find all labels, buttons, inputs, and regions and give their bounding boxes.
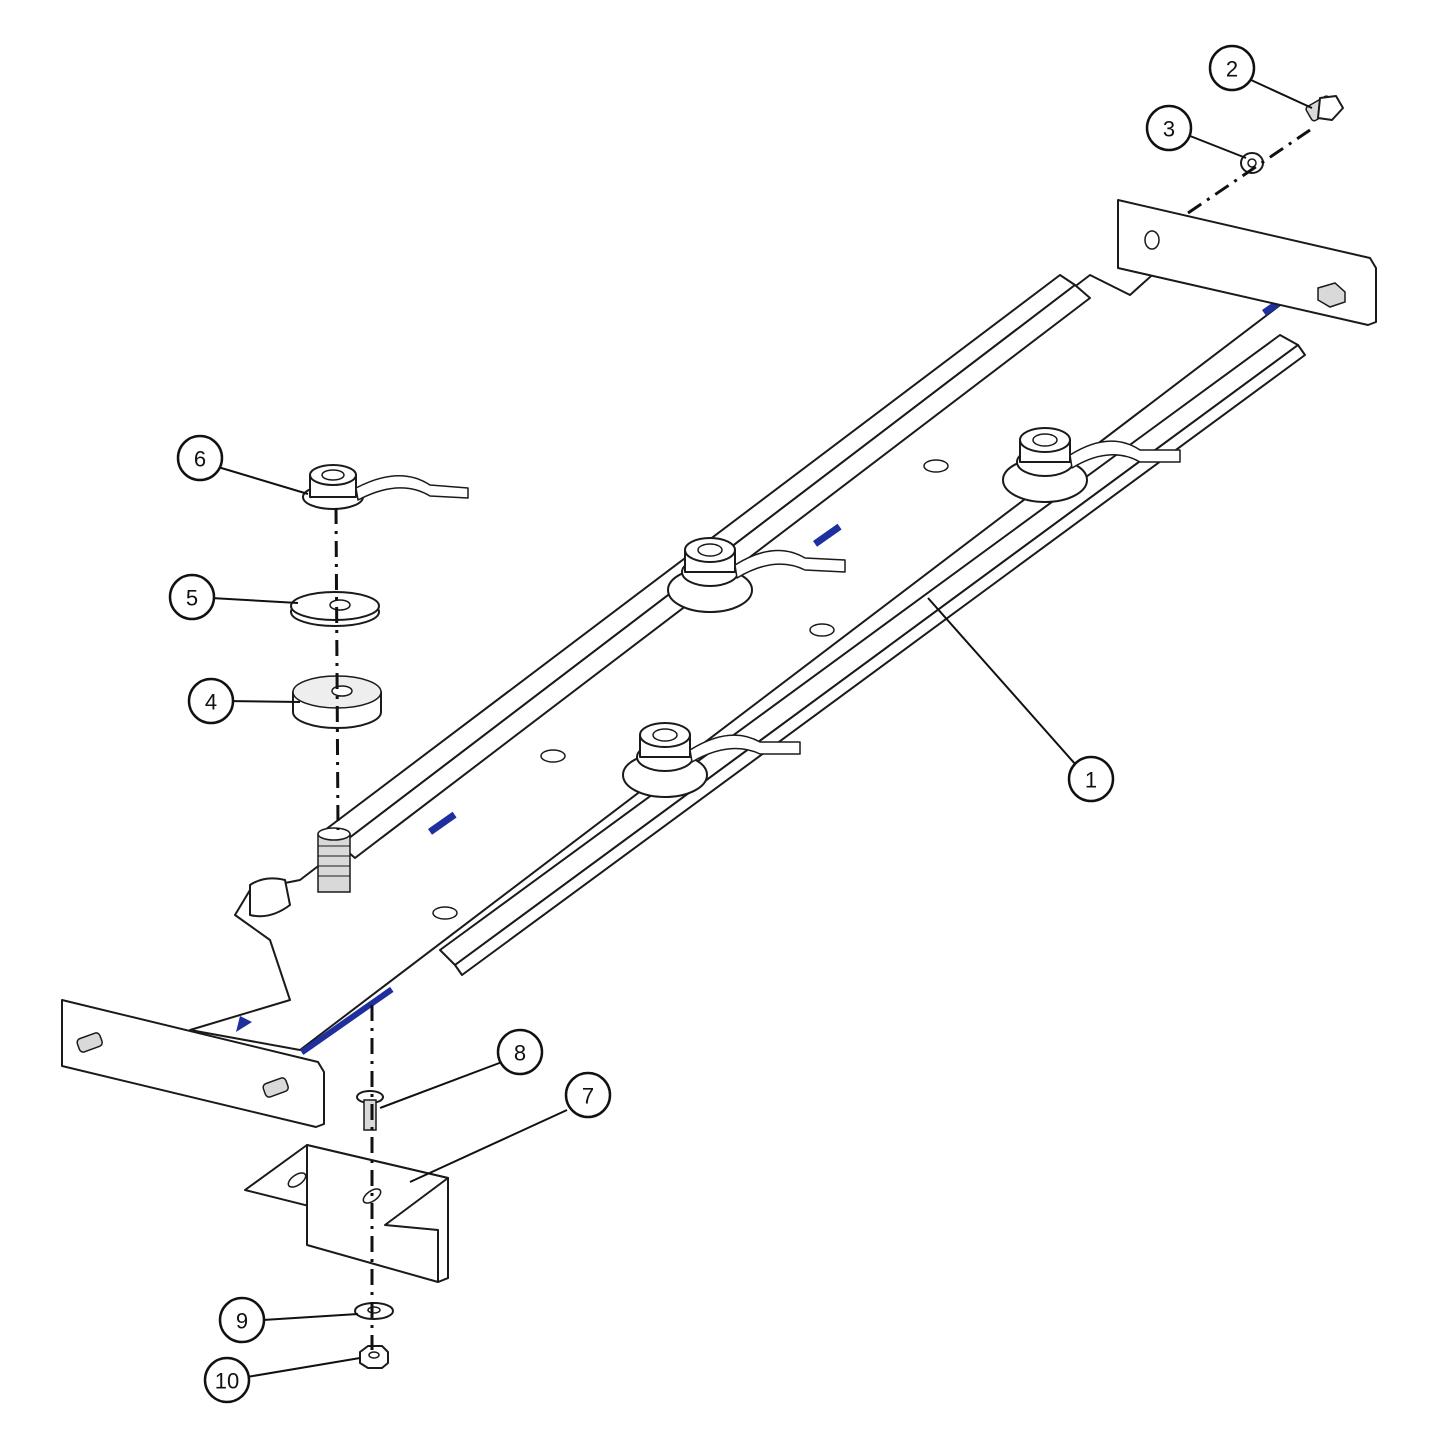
callout-4: 4 bbox=[187, 677, 235, 725]
right-end-flange bbox=[1117, 199, 1377, 326]
callout-label: 2 bbox=[1226, 57, 1238, 82]
callout-7: 7 bbox=[564, 1071, 612, 1119]
mounted-clip-middle bbox=[667, 537, 846, 613]
mounted-clip-lower bbox=[622, 722, 801, 798]
callout-5: 5 bbox=[168, 573, 216, 621]
mounted-clip-upper bbox=[1002, 427, 1181, 503]
callout-label: 4 bbox=[205, 690, 217, 715]
callout-6: 6 bbox=[176, 434, 224, 482]
explode-lines bbox=[334, 128, 1311, 1350]
callout-8: 8 bbox=[496, 1028, 544, 1076]
callout-2: 2 bbox=[1208, 44, 1256, 92]
callout-3: 3 bbox=[1145, 104, 1193, 152]
exploded-screw bbox=[356, 1090, 384, 1131]
callout-label: 10 bbox=[215, 1369, 239, 1394]
callout-9: 9 bbox=[218, 1296, 266, 1344]
callout-label: 1 bbox=[1085, 768, 1097, 793]
threaded-stud bbox=[317, 827, 351, 893]
exploded-small-washer bbox=[354, 1302, 394, 1320]
callout-label: 5 bbox=[186, 586, 198, 611]
callout-10: 10 bbox=[203, 1356, 251, 1404]
callout-label: 9 bbox=[236, 1309, 248, 1334]
exploded-small-nut bbox=[359, 1345, 389, 1369]
callout-label: 7 bbox=[582, 1084, 594, 1109]
callout-1: 1 bbox=[1067, 755, 1115, 803]
left-end-flange bbox=[61, 999, 325, 1128]
main-plate bbox=[189, 249, 1321, 1055]
exploded-bolt bbox=[1305, 95, 1344, 122]
leader-lines bbox=[210, 79, 1313, 1378]
callout-label: 8 bbox=[514, 1041, 526, 1066]
exploded-bracket bbox=[244, 1144, 449, 1283]
exploded-washer bbox=[290, 591, 380, 627]
callout-label: 6 bbox=[194, 447, 206, 472]
callout-label: 3 bbox=[1163, 117, 1175, 142]
exploded-clip bbox=[302, 464, 469, 510]
exploded-nut bbox=[1240, 152, 1264, 174]
